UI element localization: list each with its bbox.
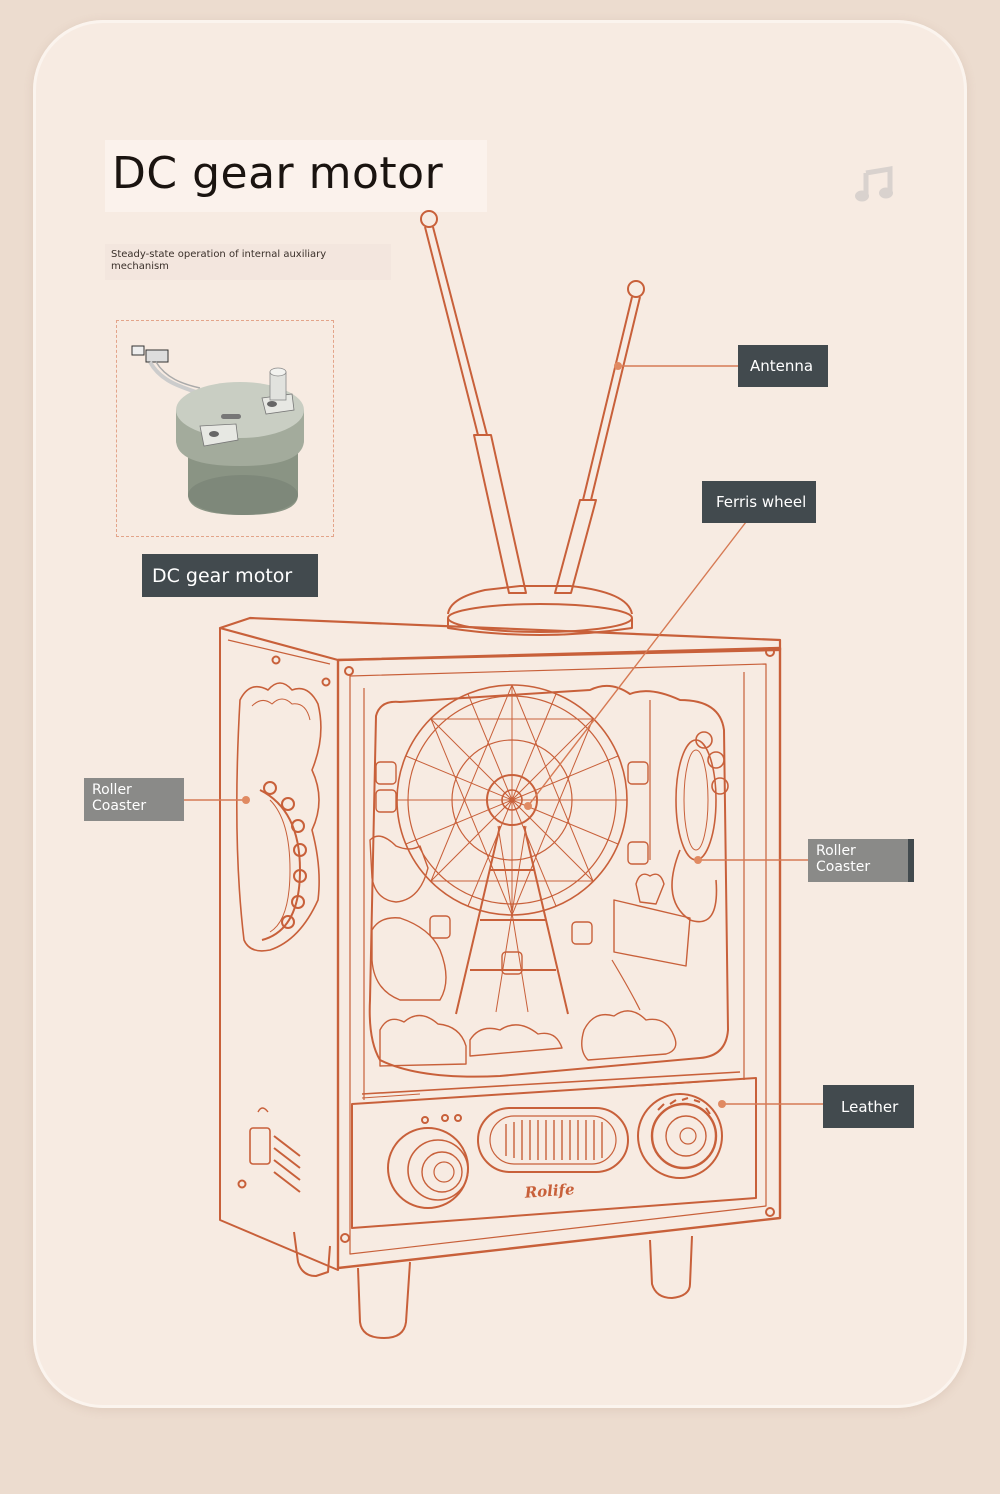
ferris-wheel-label: Ferris wheel	[702, 481, 816, 523]
roller-coaster-right-marker	[694, 856, 702, 864]
antenna-marker	[614, 362, 622, 370]
roller-coaster-right-label: Roller Coaster	[808, 839, 914, 882]
motor-label: DC gear motor	[142, 554, 318, 597]
leather-marker	[718, 1100, 726, 1108]
right-knob	[637, 1093, 723, 1179]
leather-label: Leather	[823, 1085, 914, 1128]
motor-image-frame	[116, 320, 334, 537]
subtitle-backdrop	[105, 244, 391, 280]
antenna-left	[420, 210, 527, 594]
speaker-grill	[477, 1107, 629, 1173]
page-title: DC gear motor	[112, 148, 444, 199]
ferris-wheel	[375, 684, 649, 1015]
title-backdrop	[105, 140, 487, 212]
roller-coaster-left-marker	[242, 796, 250, 804]
antenna-right	[554, 280, 645, 594]
antenna-label: Antenna	[738, 345, 828, 387]
brand-logo: Rolife	[523, 1180, 575, 1202]
tv-line-art	[218, 210, 782, 1339]
page-subtitle: Steady-state operation of internal auxil…	[111, 249, 327, 272]
roller-coaster-left-label: Roller Coaster	[84, 778, 184, 821]
left-knob	[387, 1127, 469, 1209]
dc-motor-image	[131, 345, 304, 515]
ferris-wheel-marker	[524, 802, 532, 810]
antenna-base	[447, 585, 633, 636]
music-note-icon	[855, 166, 893, 202]
